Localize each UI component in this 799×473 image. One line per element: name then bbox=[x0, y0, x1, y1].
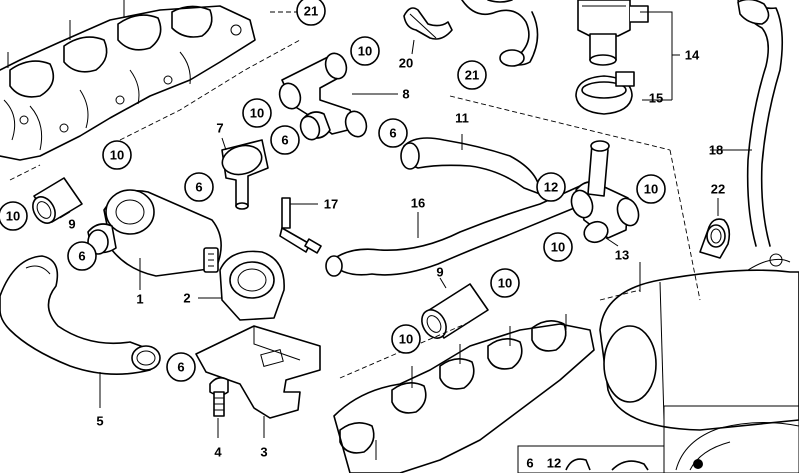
callout-text: 6 bbox=[78, 249, 85, 264]
callout-text: 10 bbox=[644, 182, 658, 197]
valve-part-14 bbox=[577, 0, 649, 66]
bracket-part-15 bbox=[575, 71, 635, 115]
callout-10-h: 10 bbox=[391, 324, 421, 354]
label-11: 11 bbox=[455, 111, 469, 126]
callout-10-f: 10 bbox=[543, 232, 573, 262]
holder-part-22 bbox=[699, 218, 731, 259]
tee-fitting-part-13 bbox=[570, 140, 640, 244]
label-15: 15 bbox=[649, 91, 663, 106]
label-17: 17 bbox=[324, 197, 338, 212]
label-13: 13 bbox=[615, 248, 629, 263]
label-5: 5 bbox=[96, 414, 103, 429]
canister bbox=[599, 253, 799, 431]
callout-text: 10 bbox=[250, 106, 264, 121]
inset-car-diagram bbox=[663, 405, 799, 473]
label-14: 14 bbox=[685, 48, 700, 63]
callout-text: 21 bbox=[304, 4, 318, 19]
callout-10-d: 10 bbox=[0, 201, 28, 231]
callout-text: 10 bbox=[358, 44, 372, 59]
label-3: 3 bbox=[260, 445, 267, 460]
callout-text: 6 bbox=[389, 126, 396, 141]
label-8: 8 bbox=[402, 87, 409, 102]
callout-10-e: 10 bbox=[636, 174, 666, 204]
pipe-part-18 bbox=[737, 0, 784, 247]
leader-14-15 bbox=[640, 11, 680, 101]
callout-10-c: 10 bbox=[102, 140, 132, 170]
callout-text: 10 bbox=[6, 209, 20, 224]
leader-20 bbox=[411, 39, 415, 55]
callout-10-g: 10 bbox=[490, 268, 520, 298]
callout-text: 10 bbox=[110, 148, 124, 163]
bracket-part-3 bbox=[195, 325, 321, 419]
valve-part-1 bbox=[87, 189, 222, 277]
callout-6-b: 6 bbox=[378, 118, 408, 148]
label-22: 22 bbox=[711, 182, 725, 197]
bolt-part-4 bbox=[209, 376, 229, 417]
callout-text: 6 bbox=[195, 180, 202, 195]
callout-text: 6 bbox=[177, 360, 184, 375]
elbow-part-7 bbox=[221, 139, 269, 210]
callout-12: 12 bbox=[536, 172, 566, 202]
callout-10-b: 10 bbox=[242, 98, 272, 128]
intake-manifold-upper bbox=[0, 0, 256, 161]
leader-9-lower bbox=[439, 277, 447, 289]
connector-part-17 bbox=[279, 197, 322, 254]
callout-text: 10 bbox=[399, 332, 413, 347]
label-9-lower: 9 bbox=[436, 265, 443, 280]
sleeve-part-9-lower bbox=[421, 283, 489, 339]
callout-text: 12 bbox=[544, 180, 558, 195]
leader-7 bbox=[221, 137, 227, 151]
label-2: 2 bbox=[183, 291, 190, 306]
leader-9-left bbox=[59, 211, 71, 219]
label-1: 1 bbox=[136, 292, 143, 307]
hose-part-11 bbox=[400, 137, 541, 195]
leader-13 bbox=[605, 237, 619, 247]
callout-6-e: 6 bbox=[166, 352, 196, 382]
label-7: 7 bbox=[216, 121, 223, 136]
inset-label-6: 6 bbox=[526, 456, 533, 471]
callout-6-a: 6 bbox=[270, 125, 300, 155]
inset-label-12: 12 bbox=[547, 456, 561, 471]
label-9-left: 9 bbox=[68, 217, 75, 232]
label-4: 4 bbox=[214, 445, 222, 460]
hose-part-16 bbox=[325, 185, 585, 277]
label-20: 20 bbox=[399, 56, 413, 71]
clip-part-20 bbox=[403, 7, 453, 40]
callout-text: 10 bbox=[551, 240, 565, 255]
intake-manifold-lower bbox=[333, 314, 595, 473]
sleeve-part-9-left bbox=[32, 177, 83, 224]
callout-21-top: 21 bbox=[296, 0, 326, 26]
tee-fitting-part-8 bbox=[278, 52, 368, 141]
hose-part-5 bbox=[0, 255, 161, 375]
holder-part-2 bbox=[219, 250, 285, 321]
callout-10-a: 10 bbox=[350, 36, 380, 66]
callout-6-c: 6 bbox=[184, 172, 214, 202]
callout-text: 10 bbox=[498, 276, 512, 291]
label-18: 18 bbox=[709, 143, 723, 158]
callout-6-d: 6 bbox=[67, 241, 97, 271]
hose-upper-center bbox=[461, 0, 539, 67]
label-16: 16 bbox=[411, 196, 425, 211]
plain-labels: 20 1 2 3 4 5 7 8 9 9 11 13 14 15 16 17 1… bbox=[68, 48, 725, 471]
callout-text: 6 bbox=[281, 133, 288, 148]
inset-parts-6-12 bbox=[517, 445, 665, 473]
callout-text: 21 bbox=[465, 68, 479, 83]
callout-21-mid: 21 bbox=[457, 60, 487, 90]
